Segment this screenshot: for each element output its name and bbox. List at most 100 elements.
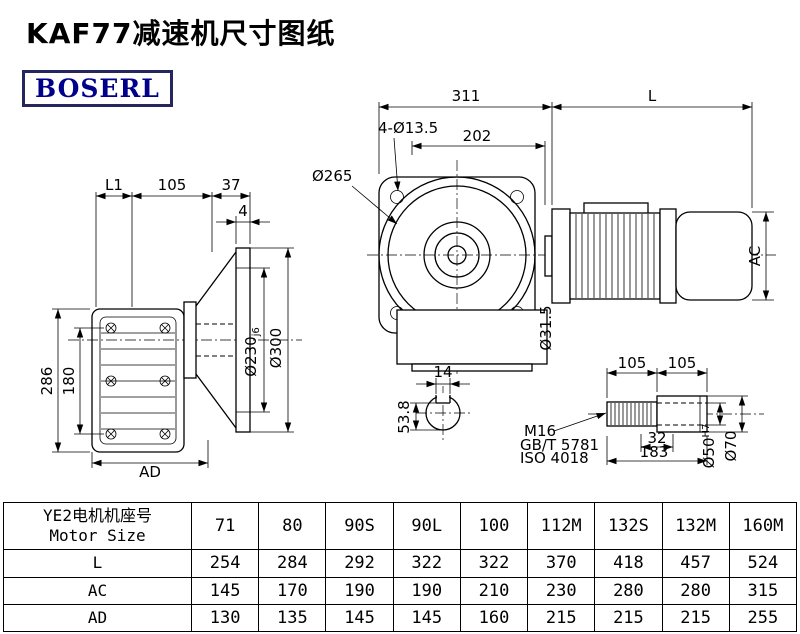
col-header-80: 80 <box>258 501 327 551</box>
table-cell: 210 <box>459 576 529 605</box>
table-cell: 145 <box>325 603 394 633</box>
dim-d31-5: Ø31.5 <box>537 305 555 350</box>
label-gbt-5781: GB/T 5781 <box>520 436 599 454</box>
col-header-71: 71 <box>190 501 260 551</box>
dim-4: 4 <box>238 202 248 220</box>
row-label-L: L <box>3 549 192 578</box>
dim-105b: 105 <box>668 354 697 372</box>
gearbox-body <box>91 308 185 453</box>
dim-d300: Ø300 <box>267 328 285 368</box>
table-cell: 322 <box>392 549 461 578</box>
row-label-AC: AC <box>3 576 192 605</box>
threaded-end <box>606 401 658 427</box>
header-motor-size-cn: YE2电机机座号 <box>43 506 152 526</box>
label-m16: M16 <box>524 422 556 440</box>
col-header-160M: 160M <box>728 501 798 551</box>
gearbox-ribs <box>101 332 175 430</box>
table-cell: 230 <box>527 576 596 605</box>
dim-180: 180 <box>60 367 78 396</box>
table-cell: 215 <box>661 603 730 633</box>
page-title: KAF77减速机尺寸图纸 <box>26 17 336 50</box>
input-coupling <box>544 235 553 277</box>
dim-14: 14 <box>433 363 452 381</box>
header-motor-size-en: Motor Size <box>49 526 146 546</box>
shaft-detail-view: 105 105 32 183 Ø50H7 Ø70 M16 GB <box>520 354 764 468</box>
shaft-section-view: 14 53.8 <box>395 363 470 442</box>
table-cell: 254 <box>190 549 260 578</box>
logo-text: BOSERL <box>35 74 160 103</box>
cover-bolts <box>105 322 171 440</box>
table-cell: 160 <box>459 603 529 633</box>
dim-bolt-holes: 4-Ø13.5 <box>378 119 438 137</box>
front-view-dimensions: 311 L 202 4-Ø13.5 Ø265 AC Ø31.5 <box>312 87 774 351</box>
thread-lines <box>610 403 652 425</box>
dim-37: 37 <box>221 176 240 194</box>
section-dimensions: 14 53.8 <box>395 363 470 434</box>
table-cell: 524 <box>728 549 798 578</box>
table-cell: 135 <box>258 603 327 633</box>
dim-d70: Ø70 <box>722 431 740 462</box>
dim-L: L <box>648 87 657 105</box>
col-header-90S: 90S <box>325 501 394 551</box>
side-view: L1 105 37 4 286 180 AD <box>38 176 302 481</box>
table-cell: 322 <box>459 549 529 578</box>
shaft-body <box>656 395 708 433</box>
dim-d265: Ø265 <box>312 167 352 185</box>
dim-AC: AC <box>746 246 764 266</box>
col-header-112M: 112M <box>527 501 596 551</box>
dim-183: 183 <box>640 443 669 461</box>
table-row-AD: AD 130 135 145 145 160 215 215 215 255 <box>3 603 798 633</box>
shaft-dimensions: 105 105 32 183 Ø50H7 Ø70 M16 GB <box>520 354 748 468</box>
dim-105: 105 <box>158 176 187 194</box>
row-label-AD: AD <box>3 603 192 633</box>
dim-53-8: 53.8 <box>395 400 413 433</box>
table-cell: 190 <box>325 576 394 605</box>
output-hub <box>183 301 197 379</box>
technical-drawing: L1 105 37 4 286 180 AD <box>38 87 776 481</box>
motor-body <box>569 212 661 300</box>
motor-flange <box>551 208 571 304</box>
boserl-logo: BOSERL <box>22 70 173 107</box>
table-cell: 370 <box>527 549 596 578</box>
table-cell: 457 <box>661 549 730 578</box>
col-header-100: 100 <box>459 501 529 551</box>
front-view: 311 L 202 4-Ø13.5 Ø265 AC Ø31.5 <box>312 87 776 374</box>
table-cell: 255 <box>728 603 798 633</box>
table-cell: 284 <box>258 549 327 578</box>
table-row-AC: AC 145 170 190 190 210 230 280 280 315 <box>3 576 798 605</box>
dim-286: 286 <box>38 367 56 396</box>
table-cell: 215 <box>527 603 596 633</box>
table-cell: 280 <box>661 576 730 605</box>
fan-cover <box>675 211 753 301</box>
table-row-L: L 254 284 292 322 322 370 418 457 524 <box>3 549 798 578</box>
table-cell: 315 <box>728 576 798 605</box>
table-cell: 292 <box>325 549 394 578</box>
table-cell: 170 <box>258 576 327 605</box>
table-cell: 145 <box>392 603 461 633</box>
dim-105a: 105 <box>618 354 647 372</box>
table-cell: 418 <box>594 549 663 578</box>
dim-d230j6: Ø230j6 <box>242 327 262 377</box>
dim-311: 311 <box>452 87 481 105</box>
side-view-dimensions: L1 105 37 4 286 180 AD <box>38 176 294 481</box>
dim-32: 32 <box>647 429 666 447</box>
output-flange <box>235 247 251 433</box>
dim-L1: L1 <box>105 176 123 194</box>
dim-d50H7: Ø50H7 <box>700 424 718 469</box>
label-iso-4018: ISO 4018 <box>520 449 589 467</box>
table-cell: 215 <box>594 603 663 633</box>
col-header-132M: 132M <box>661 501 730 551</box>
motor-size-table: YE2电机机座号 Motor Size 71 80 90S 90L 100 11… <box>3 501 798 633</box>
table-cell: 280 <box>594 576 663 605</box>
col-header-132S: 132S <box>594 501 663 551</box>
dim-202: 202 <box>463 127 492 145</box>
col-header-90L: 90L <box>392 501 461 551</box>
motor-fins <box>575 214 655 298</box>
dim-AD: AD <box>139 463 161 481</box>
table-cell: 130 <box>190 603 260 633</box>
gear-housing <box>396 309 548 365</box>
header-motor-size: YE2电机机座号 Motor Size <box>3 501 192 551</box>
table-header-row: YE2电机机座号 Motor Size 71 80 90S 90L 100 11… <box>3 501 798 551</box>
table-cell: 145 <box>190 576 260 605</box>
